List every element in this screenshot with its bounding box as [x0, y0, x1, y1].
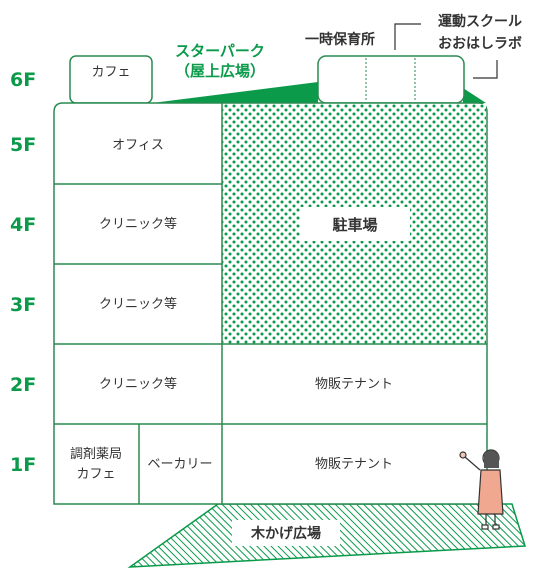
rooftop-childcare-box — [317, 55, 465, 104]
sports-callout-leader — [473, 60, 498, 79]
room-5f-office: オフィス — [112, 138, 164, 153]
room-2f-retail: 物販テナント — [315, 377, 393, 392]
person-illustration — [459, 449, 504, 530]
plaza-label-bg — [232, 520, 340, 546]
room-1f-bakery: ベーカリー — [147, 457, 212, 472]
star-park-slope — [152, 82, 318, 103]
room-3f-clinic: クリニック等 — [99, 296, 177, 312]
floor-label-6f: 6F — [10, 69, 36, 91]
floor-label-4f: 4F — [10, 214, 36, 236]
star-park-label-line1: スターパーク — [175, 42, 265, 60]
floor-label-1f: 1F — [10, 454, 36, 476]
plaza-label: 木かげ広場 — [250, 525, 321, 542]
sports-callout-bracket — [394, 23, 421, 50]
parking-label: 駐車場 — [332, 216, 377, 234]
floor-label-2f: 2F — [10, 374, 36, 396]
floor-label-3f: 3F — [10, 294, 36, 316]
room-2f-clinic: クリニック等 — [99, 376, 177, 392]
rooftop-cafe-label: カフェ — [91, 65, 130, 80]
star-park-label-line2: （屋上広場） — [175, 62, 265, 80]
sports-label-line1: 運動スクール — [438, 13, 522, 30]
room-1f-pharmacy-line1: 調剤薬局 — [70, 446, 122, 462]
sports-label-line2: おおはしラボ — [438, 36, 522, 52]
rooftop-right-slope — [463, 88, 486, 103]
room-1f-pharmacy-line2: カフェ — [76, 467, 115, 482]
floor-label-5f: 5F — [10, 134, 36, 156]
room-1f-retail: 物販テナント — [315, 457, 393, 472]
childcare-label: 一時保育所 — [305, 31, 375, 48]
parking-label-bg — [300, 207, 410, 241]
room-4f-clinic: クリニック等 — [99, 216, 177, 232]
